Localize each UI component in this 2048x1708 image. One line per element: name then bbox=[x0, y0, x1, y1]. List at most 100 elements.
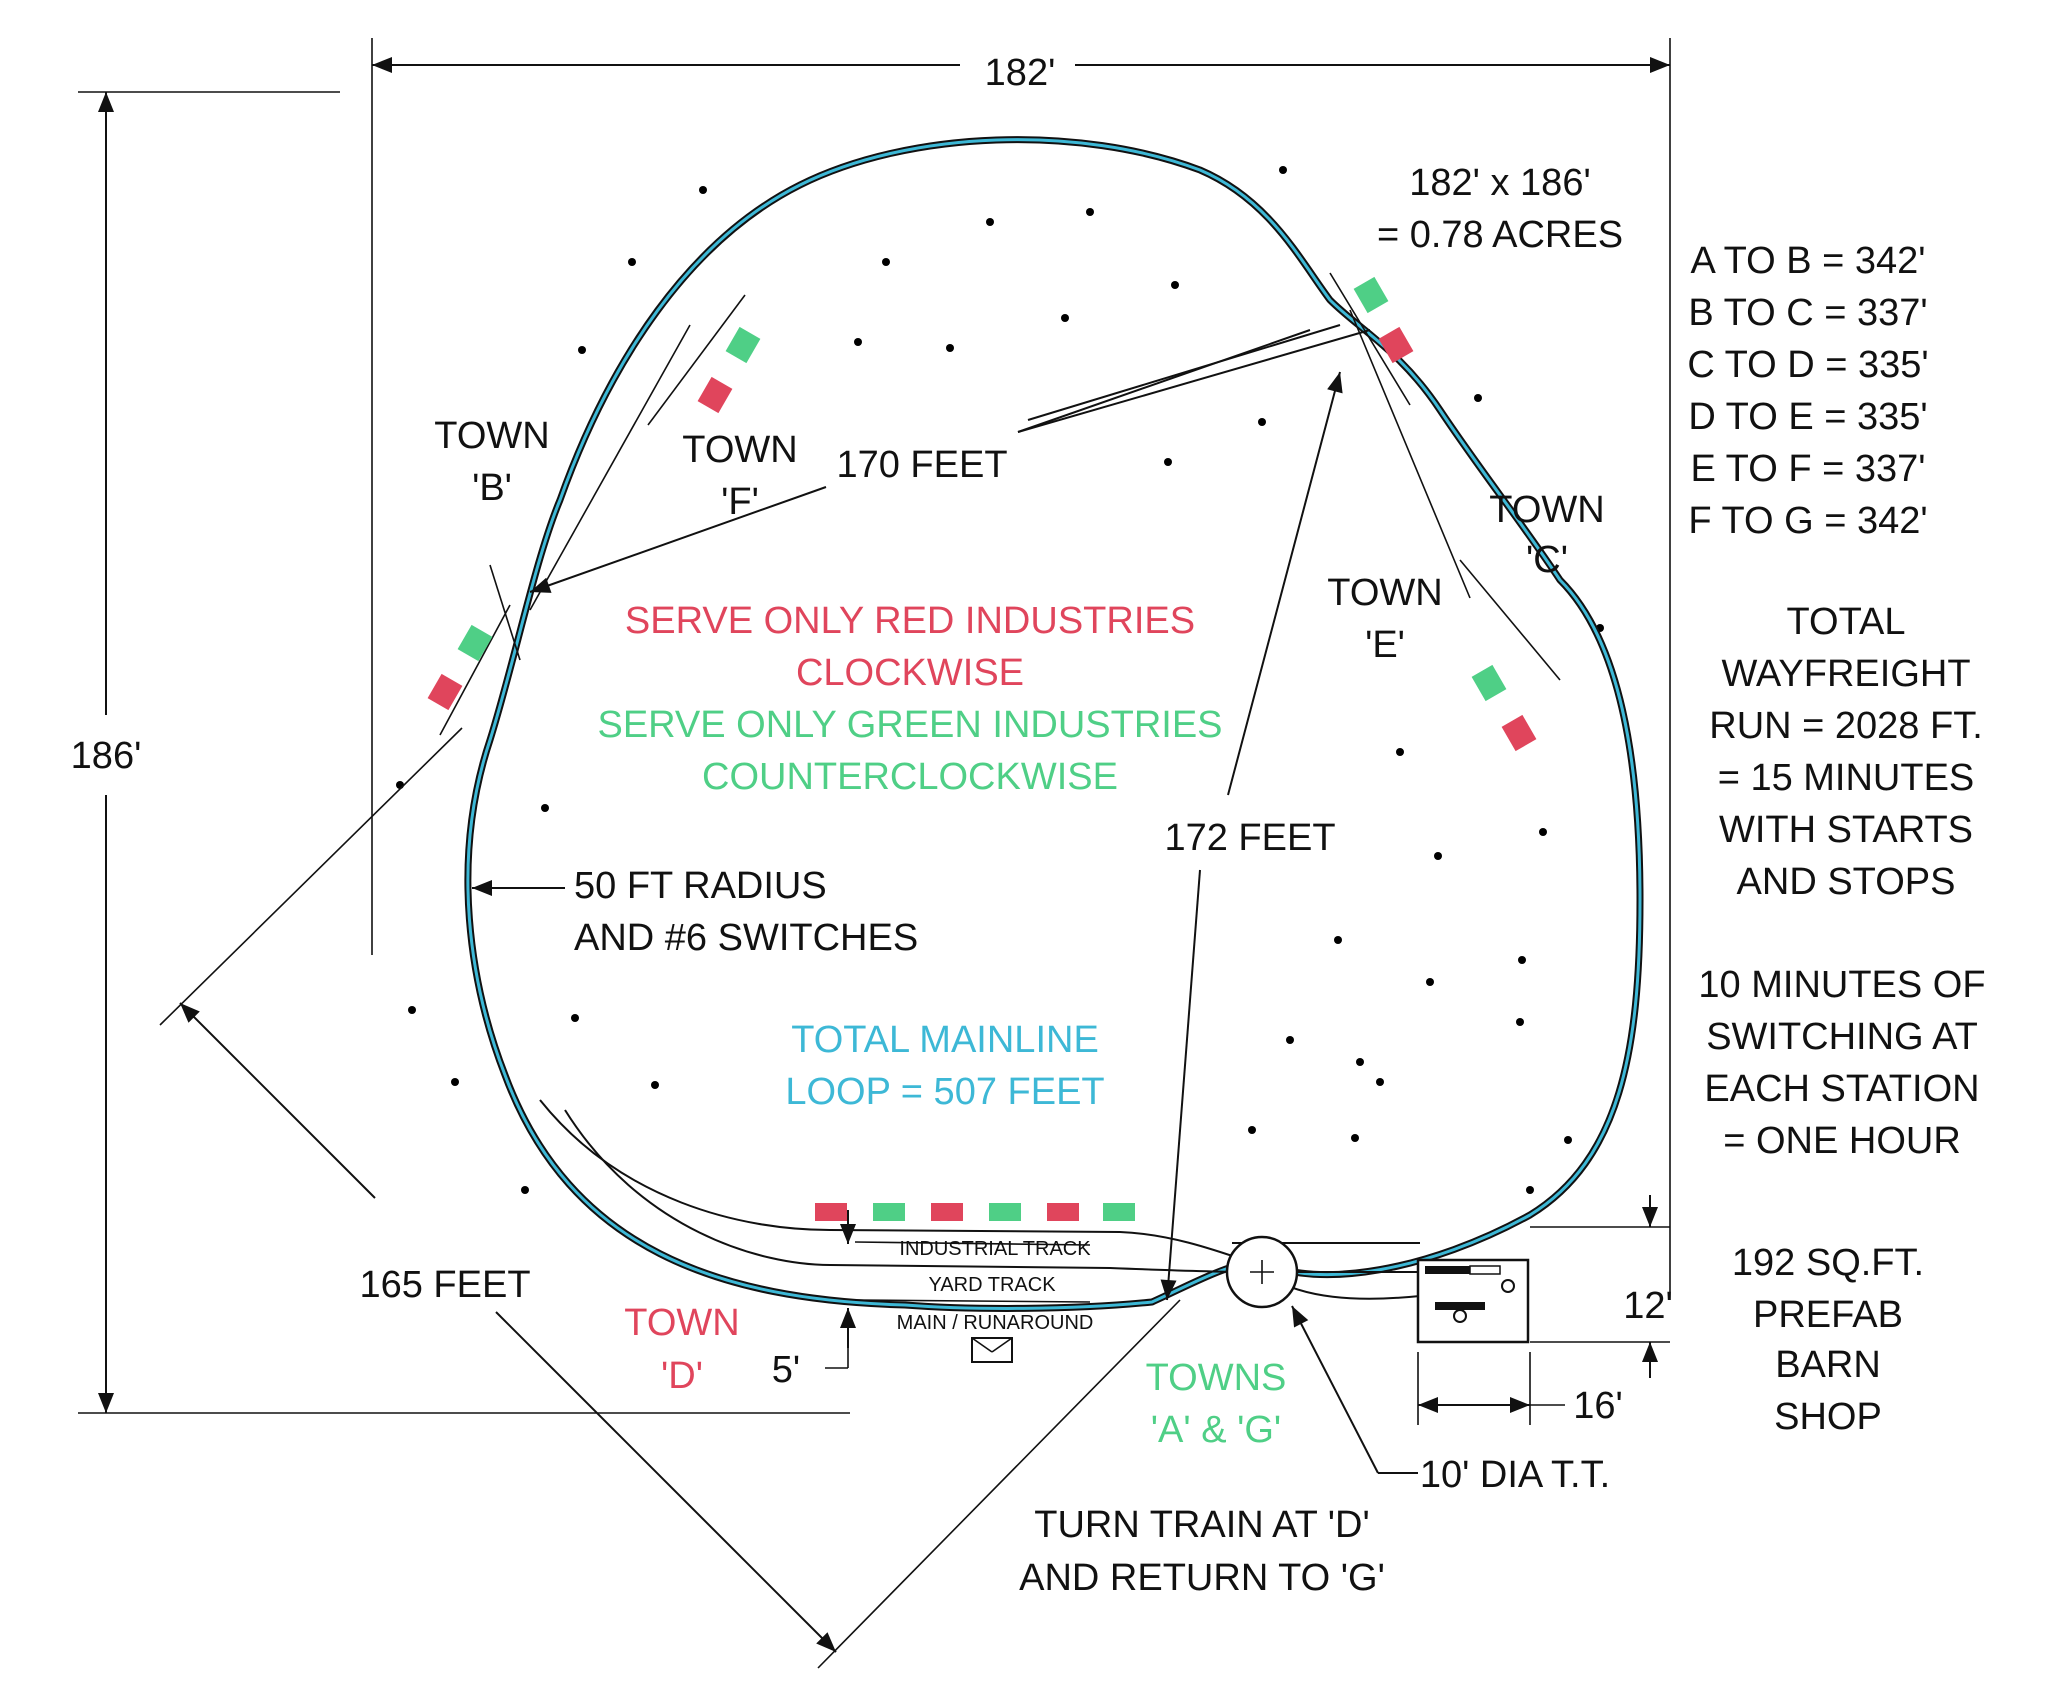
tree-icon bbox=[1290, 888, 1386, 992]
tree-icon bbox=[1474, 908, 1570, 1012]
barn-line: 192 SQ.FT. bbox=[1732, 1242, 1924, 1284]
industry-green bbox=[1103, 1203, 1135, 1221]
wayfreight-line: WAYFREIGHT bbox=[1721, 653, 1970, 695]
measure-16ft bbox=[1417, 1352, 1565, 1425]
area-label-1: 182' x 186' bbox=[1409, 162, 1590, 204]
distance-165-label: 165 FEET bbox=[359, 1264, 530, 1306]
mainline-total-1: TOTAL MAINLINE bbox=[791, 1019, 1099, 1061]
industry-red bbox=[815, 1203, 847, 1221]
town-e-label-1: TOWN bbox=[1327, 572, 1442, 614]
barn-shop bbox=[1416, 1258, 1530, 1344]
tree-icon bbox=[1307, 1086, 1403, 1190]
track-label-rule-main bbox=[854, 1299, 1091, 1303]
industry-red bbox=[697, 376, 733, 414]
industrial-track-label: INDUSTRIAL TRACK bbox=[899, 1238, 1091, 1260]
yard-track-line bbox=[564, 1109, 1251, 1273]
tree-icon bbox=[1242, 988, 1338, 1092]
wayfreight-line: TOTAL bbox=[1787, 601, 1906, 643]
turn-line: AND RETURN TO 'G' bbox=[1019, 1557, 1385, 1599]
measure-170 bbox=[529, 324, 1371, 593]
distance-c-d: C TO D = 335' bbox=[1687, 344, 1928, 386]
distance-172-label: 172 FEET bbox=[1164, 817, 1335, 859]
tree-icon bbox=[810, 290, 906, 394]
green-instruction-2: COUNTERCLOCKWISE bbox=[702, 756, 1118, 798]
industry-green bbox=[1353, 276, 1389, 314]
industry-green bbox=[873, 1203, 905, 1221]
tree-icon bbox=[1204, 1078, 1300, 1182]
industry-green bbox=[1471, 664, 1507, 702]
twelve-foot-label: 12' bbox=[1623, 1285, 1673, 1327]
tree-icon bbox=[902, 296, 998, 400]
tree-icon bbox=[607, 1033, 703, 1137]
siding-town-b-spur bbox=[439, 604, 511, 736]
measure-165 bbox=[159, 727, 1181, 1669]
tree-icon bbox=[1390, 804, 1486, 908]
industrial-track-line bbox=[539, 1099, 1251, 1263]
town-sidings bbox=[439, 272, 1561, 736]
tree-icon bbox=[1382, 930, 1478, 1034]
tree-icon bbox=[942, 170, 1038, 274]
switching-line: 10 MINUTES OF bbox=[1698, 964, 1985, 1006]
towns-a-g-label-2: 'A' & 'G' bbox=[1151, 1409, 1281, 1451]
radius-label-1: 50 FT RADIUS bbox=[574, 865, 827, 907]
town-c-label-2: 'C' bbox=[1526, 539, 1568, 581]
tree-icon bbox=[1495, 780, 1591, 884]
industry-red bbox=[1047, 1203, 1079, 1221]
tree-icon bbox=[838, 210, 934, 314]
tree-icon bbox=[1235, 118, 1331, 222]
mainline-loop-inner bbox=[466, 138, 1642, 1310]
green-instruction-1: SERVE ONLY GREEN INDUSTRIES bbox=[597, 704, 1222, 746]
distance-d-e: D TO E = 335' bbox=[1688, 396, 1927, 438]
switching-line: SWITCHING AT bbox=[1706, 1016, 1978, 1058]
wayfreight-line: = 15 MINUTES bbox=[1718, 757, 1975, 799]
town-d-label-1: TOWN bbox=[624, 1302, 739, 1344]
turntable-label: 10' DIA T.T. bbox=[1420, 1454, 1610, 1496]
mainline-total-2: LOOP = 507 FEET bbox=[785, 1071, 1104, 1113]
turntable bbox=[1225, 1235, 1299, 1309]
distance-b-c: B TO C = 337' bbox=[1688, 292, 1927, 334]
industry-red bbox=[1378, 326, 1414, 364]
siding-town-e bbox=[1349, 309, 1471, 599]
tree-icon bbox=[1017, 266, 1113, 370]
tree-icon bbox=[1332, 1030, 1428, 1134]
measure-12ft bbox=[1530, 1195, 1670, 1378]
red-instruction-1: SERVE ONLY RED INDUSTRIES bbox=[625, 600, 1195, 642]
tree-icon bbox=[527, 966, 623, 1070]
tree-icon bbox=[1042, 160, 1138, 264]
wayfreight-line: AND STOPS bbox=[1737, 861, 1956, 903]
tree-icon bbox=[1430, 346, 1526, 450]
measure-turntable bbox=[1291, 1305, 1418, 1474]
town-b-label-2: 'B' bbox=[472, 467, 512, 509]
wayfreight-line: RUN = 2028 FT. bbox=[1709, 705, 1983, 747]
barn-line: PREFAB bbox=[1753, 1294, 1903, 1336]
tree-icon bbox=[497, 756, 593, 860]
switching-line: EACH STATION bbox=[1704, 1068, 1979, 1110]
town-e-label-2: 'E' bbox=[1365, 624, 1405, 666]
siding-town-c-spur bbox=[1459, 559, 1561, 681]
industry-red bbox=[1501, 714, 1537, 752]
measure-172 bbox=[1160, 371, 1343, 1301]
industry-red bbox=[427, 673, 463, 711]
town-f-label-1: TOWN bbox=[682, 429, 797, 471]
industry-green bbox=[989, 1203, 1021, 1221]
industry-green bbox=[725, 326, 761, 364]
tree-icon bbox=[1120, 410, 1216, 514]
town-f-label-2: 'F' bbox=[721, 481, 759, 523]
switching-note: 10 MINUTES OF SWITCHING AT EACH STATION … bbox=[1698, 964, 1985, 1162]
industry-green bbox=[457, 624, 493, 662]
siding-town-f bbox=[647, 294, 746, 426]
distance-table: A TO B = 342' B TO C = 337' C TO D = 335… bbox=[1687, 240, 1928, 542]
tree-icon bbox=[1312, 1010, 1408, 1114]
town-b-label-1: TOWN bbox=[434, 415, 549, 457]
turn-note: TURN TRAIN AT 'D' AND RETURN TO 'G' bbox=[1019, 1504, 1385, 1599]
town-c-label-1: TOWN bbox=[1489, 489, 1604, 531]
town-d-label-2: 'D' bbox=[661, 1355, 703, 1397]
five-foot-label: 5' bbox=[772, 1349, 800, 1391]
width-label: 182' bbox=[985, 52, 1056, 94]
tree-icon bbox=[364, 958, 460, 1062]
barn-note: 192 SQ.FT. PREFAB BARN SHOP bbox=[1732, 1242, 1924, 1438]
tree-icon bbox=[477, 1138, 573, 1242]
wayfreight-note: TOTAL WAYFREIGHT RUN = 2028 FT. = 15 MIN… bbox=[1709, 601, 1983, 903]
